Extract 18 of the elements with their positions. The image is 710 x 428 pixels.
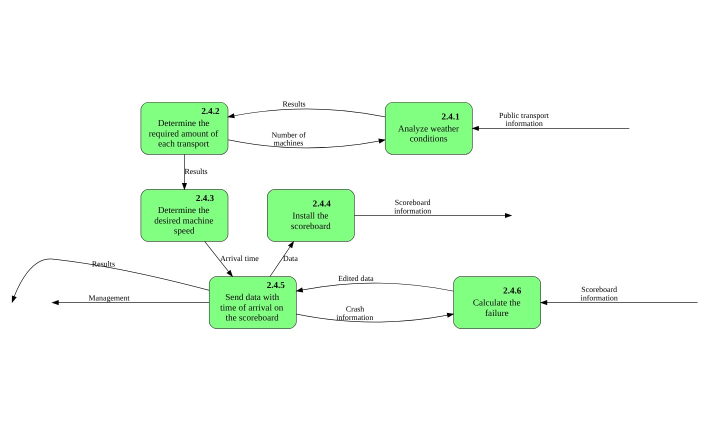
arrow [227,108,386,118]
arrow [296,282,454,292]
arrow [51,300,210,305]
arrow [204,240,233,277]
node-box: 2.4.1 Analyze weather conditions [384,102,473,154]
arrow [182,154,187,190]
arrow [472,125,630,130]
arrow [540,300,698,305]
node-box: 2.4.6 Calculate the failure [453,276,541,328]
node-box: 2.4.2 Determine the required amount of each transport [140,102,228,154]
arrow [354,212,512,218]
node-box: 2.4.4 Install the scoreboard [267,188,355,242]
node-box: 2.4.3 Determine the desired machine speed [140,188,228,242]
arrow [296,312,454,322]
arrow [228,138,386,148]
arrow [270,240,294,276]
node-box: 2.4.5 Send data with time of arrival on the scoreboard [208,276,297,328]
arrow [12,258,210,303]
